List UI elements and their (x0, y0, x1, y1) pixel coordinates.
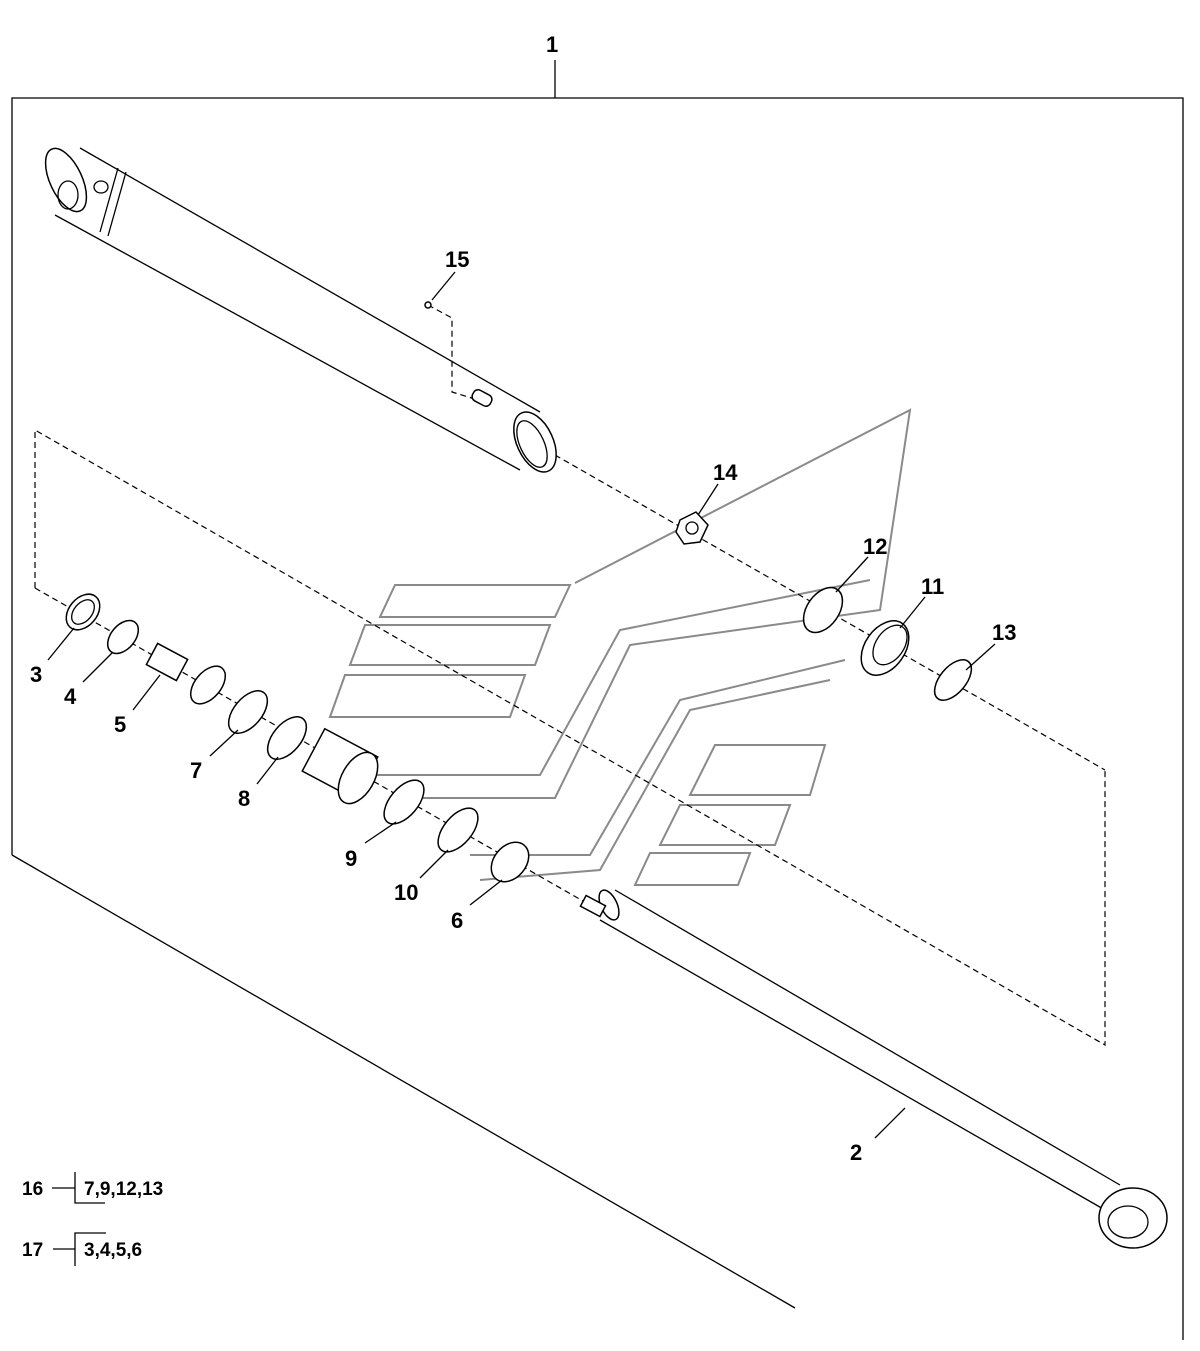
part-9-ring (383, 779, 425, 825)
part-11-bearing (860, 620, 910, 676)
part-10-ring (437, 807, 479, 853)
part-13-ring (933, 659, 973, 701)
callout-2: 2 (850, 1140, 862, 1165)
callout-9: 9 (345, 846, 357, 871)
callout-10: 10 (394, 880, 418, 905)
part-5-bushing (145, 642, 189, 682)
callout-14: 14 (713, 460, 738, 485)
callout-7: 7 (190, 758, 202, 783)
part-14-nut (675, 511, 709, 545)
callout-4: 4 (64, 684, 77, 709)
callout-8: 8 (238, 786, 250, 811)
callouts: 15 14 12 11 13 3 4 5 7 8 9 10 6 2 (30, 247, 1016, 1165)
watermark-logo (328, 408, 912, 886)
part-3-wiper (65, 593, 101, 631)
callout-3: 3 (30, 662, 42, 687)
kit-17-number: 17 (22, 1240, 43, 1261)
cylinder-barrel (44, 147, 557, 473)
part-7b-ring (227, 690, 269, 734)
callout-15: 15 (445, 247, 469, 272)
kit-16-number: 16 (22, 1179, 43, 1200)
callout-13: 13 (992, 620, 1016, 645)
kit-legend: 16 7,9,12,13 17 3,4,5,6 (22, 1172, 163, 1266)
assembly-frame (11, 60, 1184, 1340)
callout-leaders (47, 271, 996, 1139)
callout-12: 12 (863, 534, 887, 559)
piston-rod (579, 889, 1168, 1249)
part-4-seal (106, 619, 140, 655)
part-15-plug (424, 301, 432, 309)
kit-17-parts: 3,4,5,6 (84, 1240, 142, 1261)
seal-and-bearing-parts (65, 511, 973, 883)
kit-16-parts: 7,9,12,13 (84, 1179, 163, 1200)
part-7-ring (189, 665, 227, 705)
callout-11: 11 (921, 574, 944, 599)
part-8-ring (266, 716, 308, 760)
callout-5: 5 (114, 712, 126, 737)
part-6-seal (490, 841, 530, 883)
part-12-ring (802, 586, 844, 634)
callout-1: 1 (546, 32, 558, 57)
callout-6: 6 (451, 908, 463, 933)
